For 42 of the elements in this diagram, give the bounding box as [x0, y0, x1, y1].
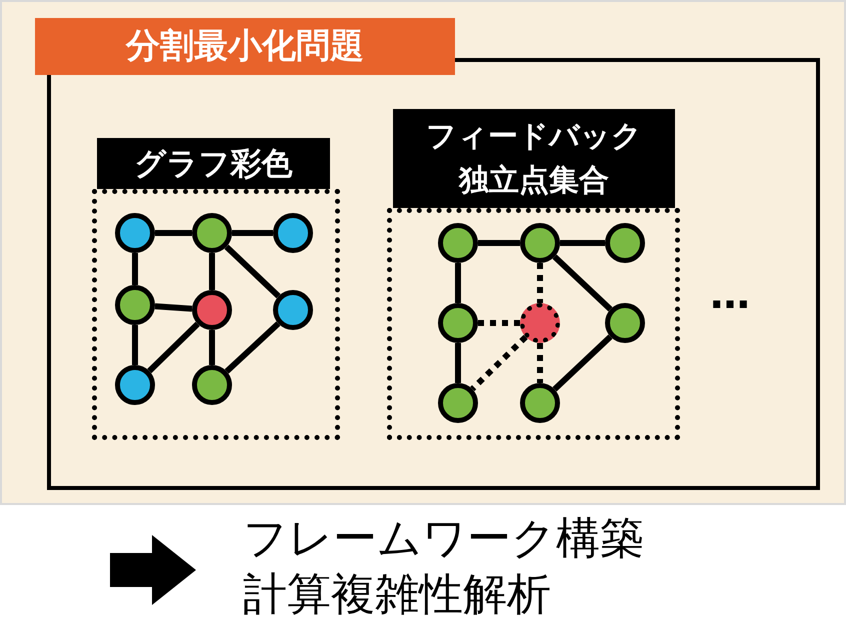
- graph-edge: [209, 253, 215, 290]
- graph-edge: [224, 244, 281, 298]
- result-text: フレームワーク構築: [243, 512, 645, 566]
- graph-vertex: [520, 223, 560, 263]
- graph-vertex: [605, 223, 645, 263]
- heading: フィードバック独立点集合: [393, 109, 675, 208]
- graph-vertex: [192, 365, 232, 405]
- graph-vertex: [438, 303, 478, 343]
- graph-vertex: [273, 290, 313, 330]
- graph-edge: [155, 230, 192, 236]
- dotted-edge: [470, 334, 528, 392]
- result-text: 計算複雑性解析: [243, 568, 552, 622]
- graph-vertex: [520, 303, 560, 343]
- graph-edge: [132, 253, 138, 285]
- graph-edge: [232, 230, 273, 236]
- graph-edge: [154, 303, 192, 312]
- graph-edge: [147, 322, 200, 374]
- graph-vertex: [438, 223, 478, 263]
- graph-edge: [224, 321, 280, 374]
- graph-vertex: [192, 290, 232, 330]
- heading: グラフ彩色: [97, 138, 330, 189]
- graph-vertex: [520, 383, 560, 423]
- graph-vertex: [605, 303, 645, 343]
- graph-edge: [560, 240, 605, 246]
- graph-edge: [209, 330, 215, 365]
- graph-edge: [552, 254, 612, 312]
- dotted-edge: [537, 263, 543, 303]
- graph-vertex: [438, 383, 478, 423]
- graph-vertex: [192, 213, 232, 253]
- heading: 分割最小化問題: [35, 18, 455, 75]
- graph-vertex: [273, 213, 313, 253]
- dotted-edge: [537, 343, 543, 383]
- graph-vertex: [115, 285, 155, 325]
- graph-edge: [132, 325, 138, 365]
- graph-edge: [455, 263, 461, 303]
- dotted-edge: [478, 320, 520, 326]
- graph-vertex: [115, 365, 155, 405]
- graph-vertex: [115, 213, 155, 253]
- graph-edge: [455, 343, 461, 383]
- ellipsis: …: [710, 271, 751, 320]
- graph-edge: [478, 240, 520, 246]
- graph-edge: [552, 334, 612, 392]
